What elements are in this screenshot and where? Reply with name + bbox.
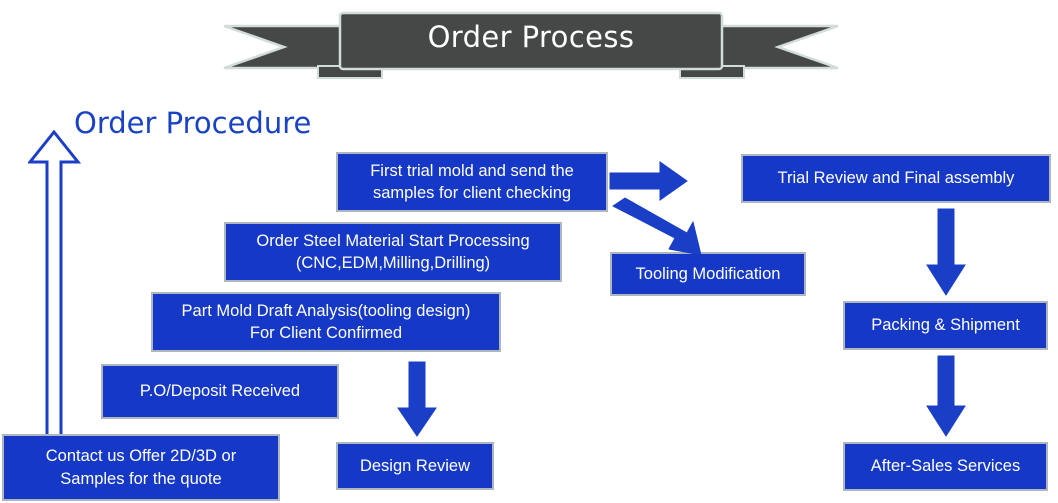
step-box-order-steel-material[interactable]: Order Steel Material Start Processing (C… [224, 222, 562, 282]
arrow-down-icon [926, 208, 966, 296]
ribbon-right-tail-icon [718, 24, 839, 70]
arrow-down-path [926, 355, 966, 437]
arrow-down-icon [397, 361, 437, 437]
step-box-contact-us[interactable]: Contact us Offer 2D/3D or Samples for th… [2, 434, 280, 501]
step-box-trial-review[interactable]: Trial Review and Final assembly [741, 154, 1051, 203]
step-box-tooling-modification[interactable]: Tooling Modification [610, 252, 806, 296]
arrow-right-path [609, 161, 688, 201]
step-box-design-review[interactable]: Design Review [336, 442, 494, 490]
arrow-down-path [397, 361, 437, 437]
arrow-down-right-icon [612, 197, 702, 256]
connector-first-trial-to-trial-review [608, 160, 690, 202]
step-box-po-deposit[interactable]: P.O/Deposit Received [101, 364, 339, 419]
connector-first-trial-to-tooling-modification [605, 196, 715, 256]
connector-trial-review-to-packing [925, 207, 967, 297]
arrow-up-outline-icon [26, 129, 82, 438]
step-box-packing-shipment[interactable]: Packing & Shipment [843, 301, 1048, 350]
section-heading: Order Procedure [74, 106, 312, 140]
arrow-down-icon [926, 355, 966, 437]
order-procedure-direction-arrow [26, 128, 82, 440]
ribbon-center-panel [338, 11, 724, 71]
ribbon-left-tail-icon [223, 24, 344, 70]
arrow-down-right-path [612, 197, 702, 256]
ribbon-shape [223, 11, 839, 79]
step-box-first-trial-mold[interactable]: First trial mold and send the samples fo… [336, 152, 608, 212]
connector-packing-to-after-sales [925, 354, 967, 438]
step-box-part-mold-draft[interactable]: Part Mold Draft Analysis(tooling design)… [151, 292, 501, 352]
arrow-down-path [926, 208, 966, 296]
arrow-up-outline-path [26, 129, 82, 438]
step-box-after-sales[interactable]: After-Sales Services [843, 442, 1048, 491]
banner-ribbon: Order Process [222, 6, 840, 82]
connector-order-steel-to-design-review [396, 360, 438, 438]
arrow-right-icon [609, 161, 688, 201]
